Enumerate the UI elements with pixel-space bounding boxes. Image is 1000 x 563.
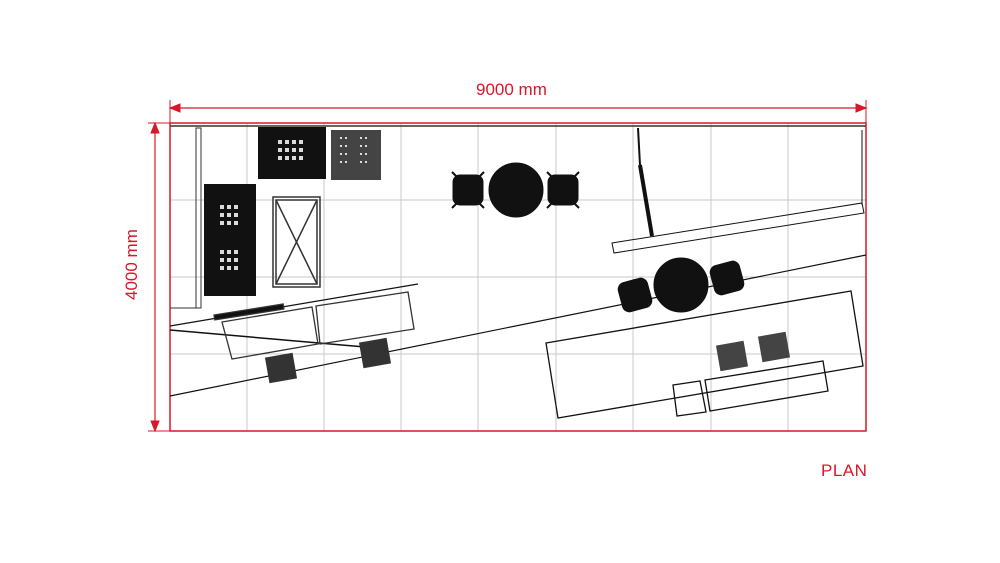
desk-left — [213, 291, 415, 360]
booth-outline — [169, 122, 867, 432]
armchair-grey — [331, 130, 381, 180]
stools-left — [264, 337, 392, 384]
right-partition — [611, 127, 865, 254]
plan-view-label: PLAN — [821, 461, 868, 480]
height-dimension-line — [148, 121, 170, 433]
width-dimension-line — [168, 100, 868, 126]
stools-right — [715, 331, 791, 372]
width-dimension-label: 9000 mm — [476, 80, 547, 99]
reception-counter — [545, 290, 864, 419]
left-wall — [195, 127, 202, 309]
table-set-center — [451, 162, 580, 218]
coffee-table — [272, 196, 321, 288]
sofa-left — [204, 184, 256, 296]
sofa-top — [258, 127, 326, 179]
table-set-right — [617, 257, 745, 313]
